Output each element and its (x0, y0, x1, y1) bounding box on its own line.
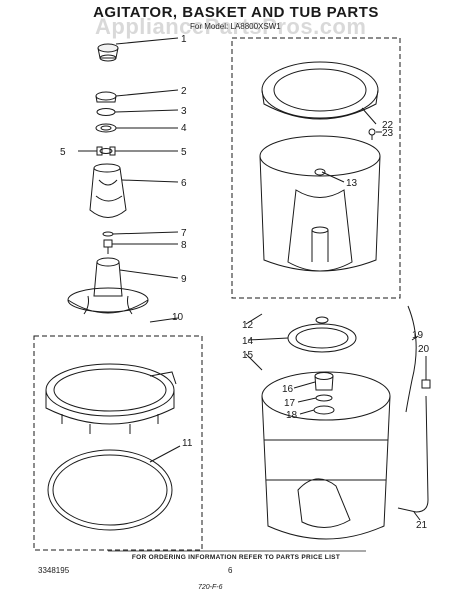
callout-15: 15 (242, 350, 254, 361)
callout-7: 7 (181, 228, 187, 239)
callout-12: 12 (242, 320, 254, 331)
hose-part (405, 305, 417, 413)
callout-8: 8 (181, 240, 187, 251)
callout-13: 13 (346, 178, 358, 189)
callout-2: 2 (181, 86, 187, 97)
dogs-part (96, 146, 116, 156)
callout-1: 1 (181, 34, 187, 45)
basket-group-box (231, 37, 401, 299)
revision-code: 720-F-6 (198, 584, 223, 591)
callout-3: 3 (181, 106, 187, 117)
page-title: AGITATOR, BASKET AND TUB PARTS (93, 4, 379, 21)
ordering-note: FOR ORDERING INFORMATION REFER TO PARTS … (131, 554, 341, 561)
callout-18: 18 (286, 410, 298, 421)
callout-23: 23 (382, 128, 394, 139)
callout-6: 6 (181, 178, 187, 189)
callout-10: 10 (172, 312, 184, 323)
callout-5: 5 (60, 147, 66, 158)
callout-14: 14 (242, 336, 254, 347)
callout-4: 4 (181, 123, 187, 134)
hub-seal-part (287, 316, 357, 353)
bolt-part (103, 239, 113, 254)
hub-part (313, 372, 335, 415)
model-subtitle: For Model: LA8800XSW1 (190, 22, 281, 31)
washer-part (102, 231, 114, 237)
tub-ring-part (45, 363, 177, 434)
callout-17: 17 (284, 398, 296, 409)
seal-part (96, 108, 116, 116)
clamp-part (421, 379, 431, 389)
page-number: 6 (228, 566, 233, 575)
callout-20: 20 (418, 344, 430, 355)
tub-ring-group-box (33, 335, 203, 551)
gasket-part (47, 449, 173, 531)
balance-ring-part (261, 61, 379, 120)
callout-9: 9 (181, 274, 187, 285)
agitator-base-part (67, 257, 149, 315)
callout-5: 5 (181, 147, 187, 158)
watermark: AppliancePartsPros.com (95, 14, 367, 39)
document-number: 3348195 (38, 566, 70, 575)
screw-part (368, 128, 376, 140)
ring-part (95, 123, 117, 133)
cam-part (95, 91, 117, 103)
agitator-top-part (89, 163, 127, 218)
drain-hose-part (397, 395, 429, 513)
callout-22: 22 (382, 120, 394, 131)
callout-19: 19 (412, 330, 424, 341)
tub-part (261, 371, 391, 540)
agitator-cap-part (97, 43, 119, 62)
callout-11: 11 (182, 438, 193, 449)
basket-part (259, 135, 381, 272)
callout-16: 16 (282, 384, 294, 395)
callout-21: 21 (416, 520, 428, 531)
